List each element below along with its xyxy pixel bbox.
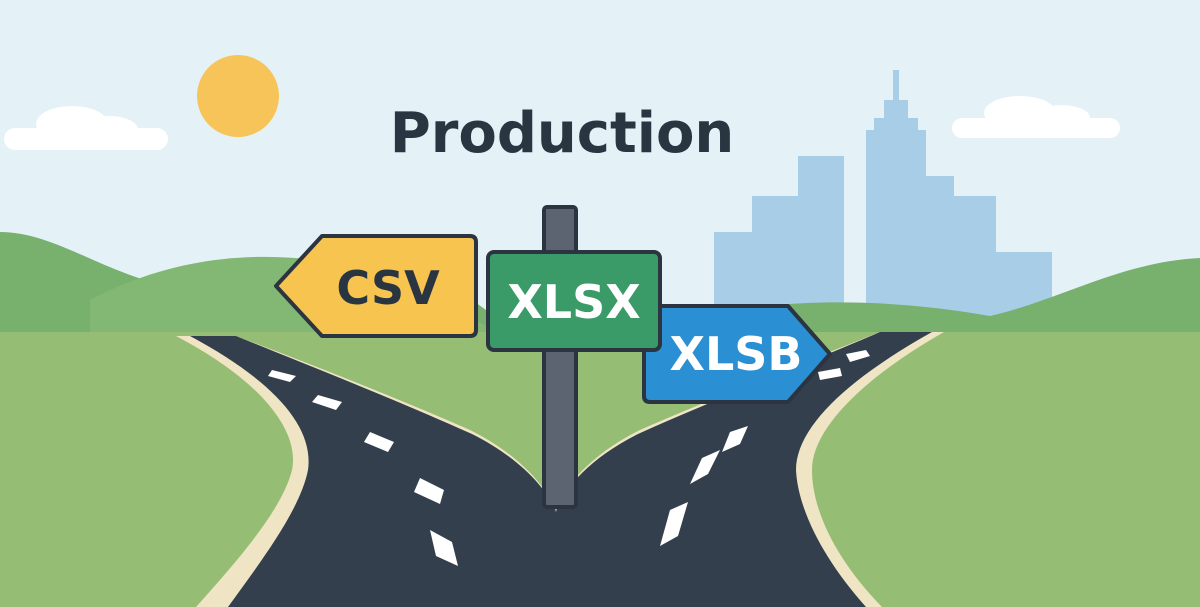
- lane-markings-left: [268, 370, 458, 566]
- sun-icon: [197, 55, 279, 137]
- csv-sign: CSV: [274, 234, 478, 338]
- xlsb-sign-label: XLSB: [670, 327, 803, 381]
- xlsx-sign: XLSX: [486, 250, 662, 352]
- road-right: [556, 332, 932, 607]
- page-title: Production: [390, 101, 735, 166]
- csv-sign-label: CSV: [336, 261, 440, 315]
- cloud-left-icon: [4, 106, 168, 150]
- xlsb-sign: XLSB: [642, 304, 832, 404]
- cloud-right-icon: [952, 96, 1120, 138]
- road-left: [190, 336, 556, 607]
- xlsx-sign-label: XLSX: [507, 275, 640, 329]
- lane-markings-right: [660, 350, 870, 546]
